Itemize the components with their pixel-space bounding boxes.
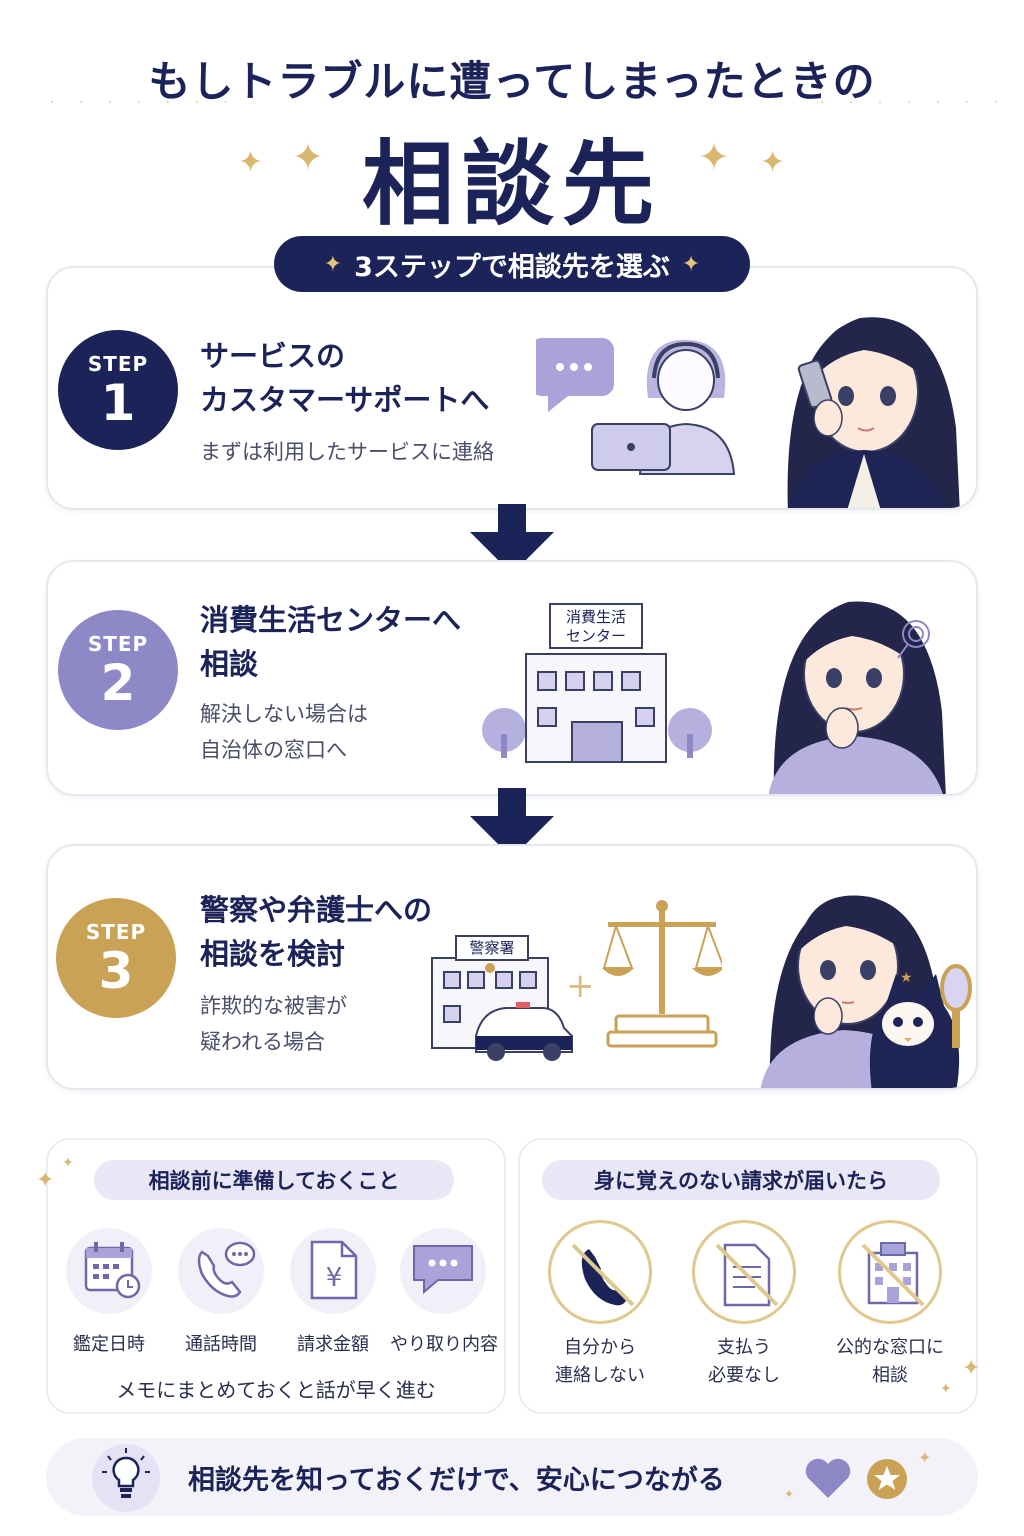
step-desc-line-1: 詐欺的な被害が bbox=[200, 994, 347, 1018]
sparkle-icon: ✦ bbox=[323, 251, 343, 277]
building-sign-line-1: 消費生活 bbox=[565, 608, 626, 626]
phone-chat-icon bbox=[197, 1241, 256, 1298]
sparkle-icon: ✦ bbox=[36, 1168, 55, 1193]
icon-bg bbox=[178, 1228, 264, 1314]
sparkle-icon: ✦ bbox=[292, 135, 324, 179]
sparkle-icon: ✦ bbox=[940, 1381, 952, 1397]
down-arrow-icon bbox=[470, 504, 554, 574]
plus-icon: + bbox=[566, 966, 595, 1006]
decorative-dots-right: · · · · · · · bbox=[820, 95, 1008, 111]
prepare-panel-title: 相談前に準備しておくこと bbox=[94, 1160, 454, 1200]
woman-with-mascot-illustration: ★ bbox=[760, 895, 972, 1088]
step-label: STEP bbox=[85, 920, 147, 944]
svg-text:★: ★ bbox=[900, 970, 913, 986]
prepare-panel: 相談前に準備しておくこと 鑑定日時 通話時間 ¥ 請求金額 やり取り内容 メモに… bbox=[46, 1138, 506, 1414]
step-title-line-1: 警察や弁護士への bbox=[200, 893, 433, 927]
step-title: サービスの カスタマーサポートへ bbox=[200, 334, 489, 422]
consumer-center-building-illustration bbox=[482, 603, 712, 763]
prepare-note: メモにまとめておくと話が早く進む bbox=[116, 1378, 436, 1402]
police-sign: 警察署 bbox=[469, 939, 515, 957]
step-title: 消費生活センターへ 相談 bbox=[200, 598, 461, 686]
down-arrow-icon bbox=[470, 788, 554, 858]
woman-phone-illustration bbox=[787, 317, 960, 508]
chat-bubble-icon bbox=[413, 1245, 473, 1295]
unknown-bill-item-label: 支払う 必要なし bbox=[674, 1334, 814, 1390]
unknown-bill-item-label: 自分から 連絡しない bbox=[530, 1334, 670, 1390]
sparkle-icon: ✦ bbox=[62, 1155, 74, 1171]
heart-icon bbox=[805, 1458, 851, 1498]
step-title: 警察や弁護士への 相談を検討 bbox=[200, 888, 432, 976]
prepare-item-label: 請求金額 bbox=[297, 1334, 369, 1355]
sparkle-icon: ✦ bbox=[962, 1356, 981, 1381]
label-line-1: 支払う bbox=[717, 1337, 771, 1358]
step-title-line-2: 相談を検討 bbox=[200, 937, 346, 971]
prepare-item-label: やり取り内容 bbox=[390, 1334, 498, 1355]
prepare-item-label: 鑑定日時 bbox=[73, 1334, 145, 1355]
label-line-2: 必要なし bbox=[708, 1365, 780, 1386]
title-line-1: もしトラブルに遭ってしまったときの bbox=[148, 57, 876, 106]
sparkle-icon: ✦ bbox=[698, 135, 730, 179]
step-description: 詐欺的な被害が 疑われる場合 bbox=[200, 988, 347, 1060]
sparkle-icon: ✦ bbox=[918, 1448, 932, 1467]
sparkle-icon: ✦ bbox=[238, 145, 264, 180]
decorative-dots-left: · · · · · · · bbox=[50, 95, 238, 111]
sparkle-icon: ✦ bbox=[760, 145, 786, 180]
step-desc-line-1: 解決しない場合は bbox=[200, 702, 368, 726]
unknown-bill-panel: 身に覚えのない請求が届いたら 自分から 連絡しない 支払う 必要なし 公的な窓口… bbox=[518, 1138, 978, 1414]
step-card-3: STEP 3 警察や弁護士への 相談を検討 詐欺的な被害が 疑われる場合 警察署… bbox=[46, 844, 978, 1090]
scales-of-justice-icon bbox=[602, 900, 722, 1048]
no-invoice-icon bbox=[715, 1243, 779, 1307]
public-office-icon bbox=[861, 1242, 925, 1307]
label-line-2: 相談 bbox=[872, 1365, 908, 1386]
woman-thinking-illustration bbox=[768, 601, 946, 794]
sparkle-icon: ✦ bbox=[681, 251, 701, 277]
subtitle-text: 3ステップで相談先を選ぶ bbox=[354, 251, 670, 283]
step-badge-3: STEP 3 bbox=[56, 898, 176, 1018]
footer-message: 相談先を知っておくだけで、安心につながる bbox=[188, 1465, 725, 1496]
label-line-1: 自分から bbox=[564, 1337, 636, 1358]
step-card-2: STEP 2 消費生活センターへ 相談 解決しない場合は 自治体の窓口へ 消費生… bbox=[46, 560, 978, 796]
step-badge-1: STEP 1 bbox=[58, 330, 178, 450]
step-label: STEP bbox=[87, 632, 149, 656]
building-sign-line-2: センター bbox=[565, 627, 626, 645]
lightbulb-icon bbox=[92, 1444, 160, 1512]
step-number: 1 bbox=[100, 374, 136, 432]
step-number: 3 bbox=[98, 942, 134, 1000]
step-description: 解決しない場合は 自治体の窓口へ bbox=[200, 696, 368, 768]
sparkle-icon: ✦ bbox=[784, 1487, 795, 1501]
step-title-line-1: サービスの bbox=[200, 339, 346, 373]
svg-text:¥: ¥ bbox=[326, 1263, 343, 1293]
step-card-1: STEP 1 サービスの カスタマーサポートへ まずは利用したサービスに連絡 bbox=[46, 266, 978, 510]
yen-document-icon: ¥ bbox=[310, 1240, 358, 1300]
step-desc-line-2: 自治体の窓口へ bbox=[200, 738, 347, 762]
step-title-line-1: 消費生活センターへ bbox=[200, 603, 462, 637]
calendar-clock-icon bbox=[84, 1242, 141, 1299]
step-description: まずは利用したサービスに連絡 bbox=[200, 440, 494, 464]
no-phone-icon bbox=[571, 1243, 635, 1307]
step-desc-line-2: 疑われる場合 bbox=[200, 1030, 325, 1054]
label-line-1: 公的な窓口に bbox=[836, 1337, 944, 1358]
support-operator-illustration bbox=[536, 338, 736, 475]
step-label: STEP bbox=[87, 352, 149, 376]
unknown-bill-panel-title: 身に覚えのない請求が届いたら bbox=[542, 1160, 940, 1200]
step-badge-2: STEP 2 bbox=[58, 610, 178, 730]
label-line-2: 連絡しない bbox=[555, 1365, 645, 1386]
step-number: 2 bbox=[100, 654, 136, 712]
prepare-item-label: 通話時間 bbox=[185, 1334, 257, 1355]
unknown-bill-item-label: 公的な窓口に 相談 bbox=[820, 1334, 960, 1390]
star-badge-icon bbox=[867, 1459, 907, 1499]
step-title-line-2: カスタマーサポートへ bbox=[200, 383, 490, 417]
building-sign: 消費生活 センター bbox=[550, 608, 642, 646]
step-title-line-2: 相談 bbox=[200, 647, 259, 681]
page-title: 相談先 bbox=[361, 131, 662, 238]
police-station-illustration bbox=[431, 935, 573, 1061]
subtitle-pill: ✦ 3ステップで相談先を選ぶ ✦ bbox=[274, 236, 750, 292]
